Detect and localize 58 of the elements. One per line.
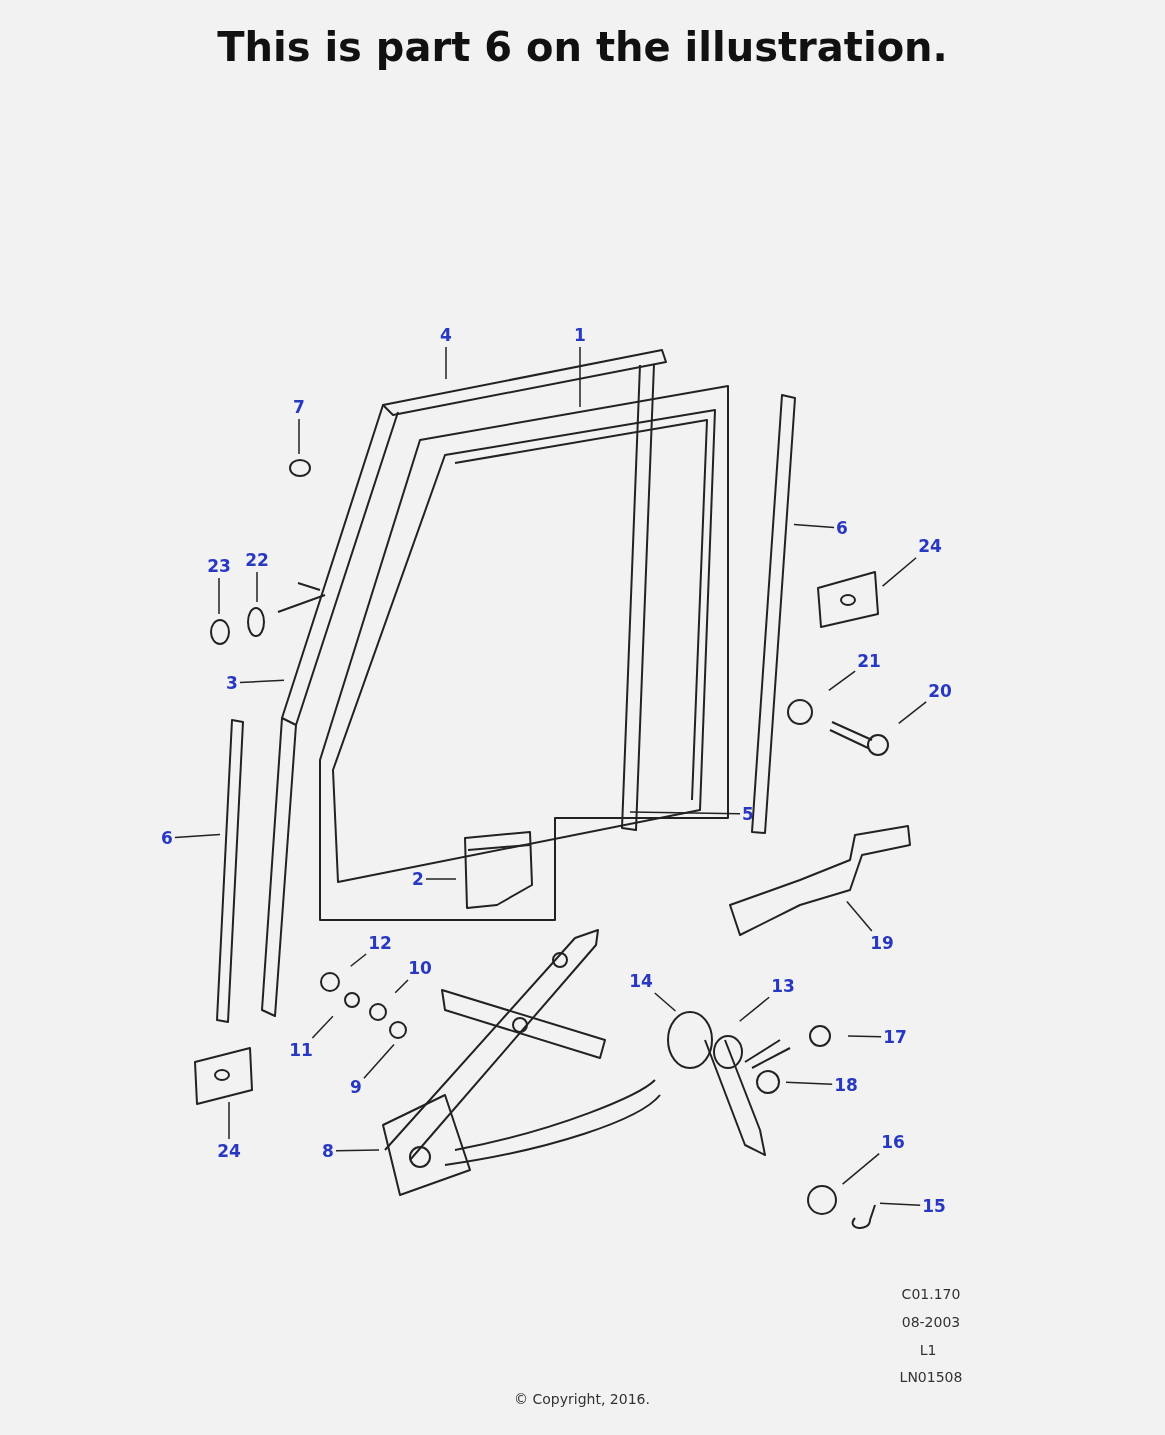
leader-line	[335, 1149, 380, 1152]
callout-number: 24	[918, 536, 942, 556]
callout-number: 21	[857, 651, 881, 671]
leader-line	[847, 1035, 882, 1038]
callout-number: 6	[836, 518, 848, 538]
leader-line	[425, 878, 457, 880]
callout-number: 2	[412, 869, 424, 889]
callout-number: 22	[245, 550, 269, 570]
callout-number: 12	[368, 933, 392, 953]
callout-number: 8	[322, 1141, 334, 1161]
leader-line	[349, 953, 367, 967]
leader-line	[879, 1202, 921, 1207]
leader-line	[881, 556, 917, 587]
leader-line	[298, 418, 300, 455]
leader-line	[793, 523, 835, 529]
reference-code: C01.170	[901, 1286, 961, 1302]
callout-number: 16	[881, 1132, 905, 1152]
callout-number: 11	[289, 1040, 313, 1060]
page-title: This is part 6 on the illustration.	[216, 24, 949, 70]
reference-code: L1	[919, 1342, 937, 1358]
leader-line	[174, 833, 221, 839]
leader-line	[738, 996, 770, 1022]
leader-line	[898, 701, 927, 725]
copyright-note: © Copyright, 2016.	[514, 1391, 650, 1407]
leader-line	[363, 1043, 395, 1079]
callout-number: 3	[226, 673, 238, 693]
callout-number: 14	[629, 971, 653, 991]
callout-number: 6	[161, 828, 173, 848]
leader-line	[841, 1152, 880, 1185]
reference-code: LN01508	[899, 1369, 963, 1385]
leader-line	[311, 1015, 334, 1039]
leader-line	[846, 900, 873, 932]
leader-line	[629, 811, 741, 815]
callout-number: 10	[408, 958, 432, 978]
callout-number: 19	[870, 933, 894, 953]
leader-line	[228, 1101, 230, 1140]
leader-line	[239, 679, 285, 684]
callout-number: 24	[217, 1141, 241, 1161]
leader-line	[579, 346, 581, 408]
callout-number: 1	[574, 325, 586, 345]
leader-line	[218, 577, 220, 615]
callout-number: 18	[834, 1075, 858, 1095]
callout-number: 7	[293, 397, 305, 417]
callout-number: 13	[771, 976, 795, 996]
leader-line	[394, 979, 409, 994]
reference-code: 08-2003	[901, 1314, 961, 1330]
leader-line	[654, 992, 677, 1012]
callout-number: 5	[742, 804, 754, 824]
leader-line	[445, 346, 447, 380]
callout-number: 9	[350, 1077, 362, 1097]
callout-number: 15	[922, 1196, 946, 1216]
callout-number: 17	[883, 1027, 907, 1047]
leader-line	[256, 571, 258, 603]
callout-number: 20	[928, 681, 952, 701]
leader-line	[828, 670, 856, 692]
callout-number: 4	[440, 325, 452, 345]
callout-number: 23	[207, 556, 231, 576]
leader-line	[785, 1081, 833, 1086]
